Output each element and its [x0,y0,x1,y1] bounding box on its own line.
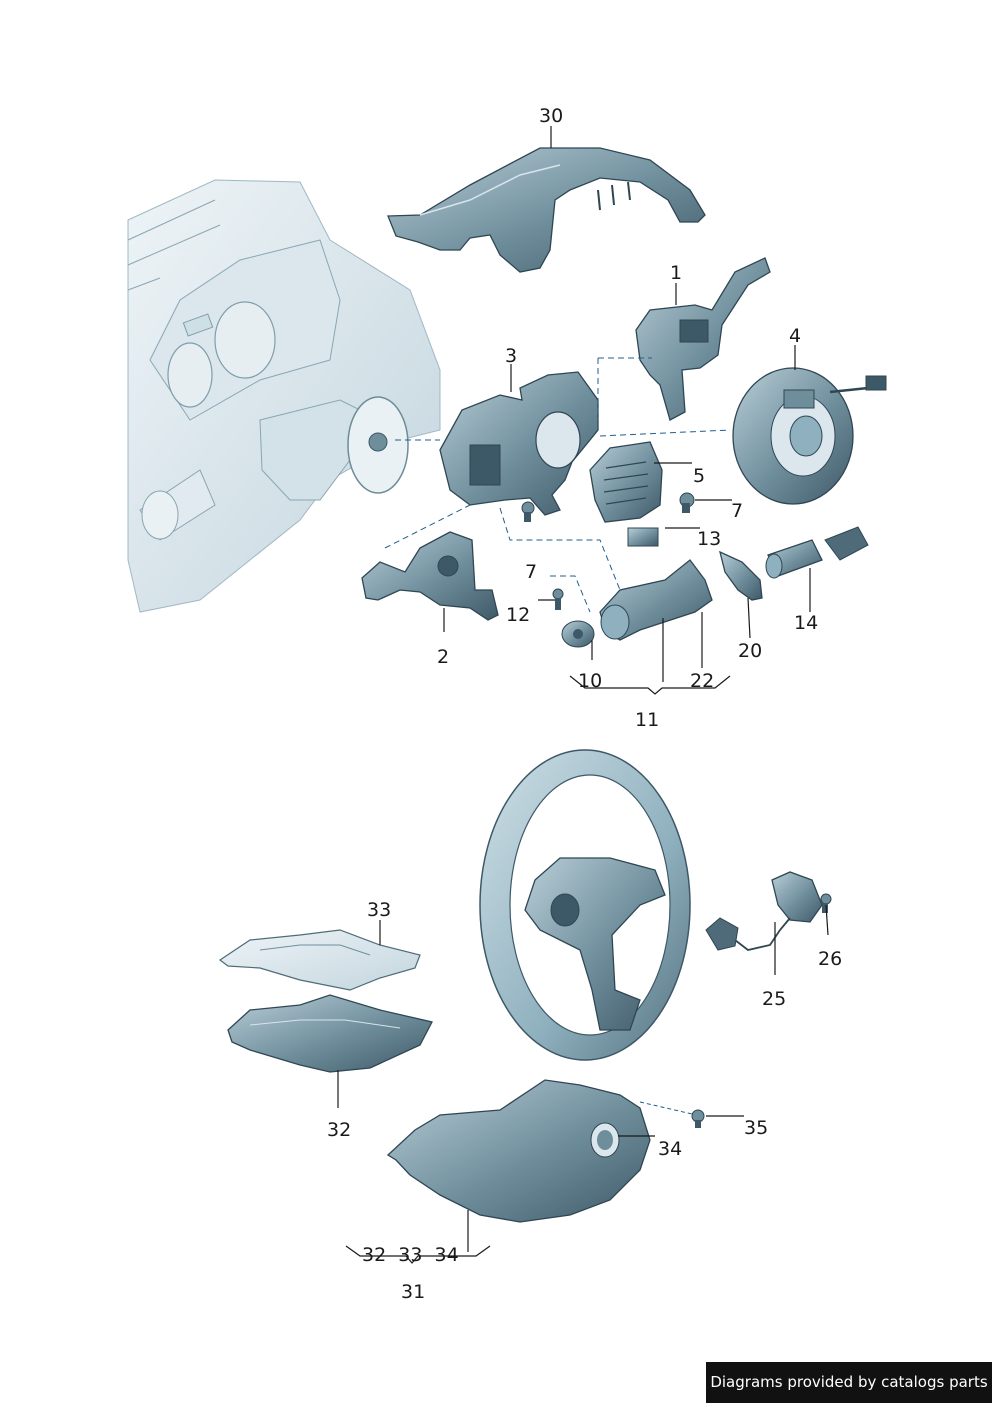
callout-7-left: 7 [525,561,538,583]
part-7-screw-upper [679,492,695,513]
steering-wheel [479,749,691,1061]
leader-lines [337,126,829,1264]
callout-10: 10 [578,670,603,692]
callout-13: 13 [697,528,722,550]
callout-11: 11 [635,709,660,731]
callout-12: 12 [506,604,531,626]
part-32-lower-trim [227,994,433,1073]
callout-32: 32 [327,1119,352,1141]
callout-34: 34 [658,1138,683,1160]
callout-7-right: 7 [731,500,744,522]
callout-2: 2 [437,646,450,668]
part-11-steering-lock [599,559,713,641]
callout-31: 31 [401,1281,426,1303]
callout-22: 22 [690,670,715,692]
part-25-multifunction-button [705,871,823,951]
part-31-lower-shroud [386,1079,651,1223]
callout-33: 33 [367,899,392,921]
part-30-upper-shroud [387,147,706,273]
callout-30: 30 [539,105,564,127]
footer-credit: Diagrams provided by catalogs parts [706,1362,992,1403]
part-26-screw [820,893,832,913]
assembly-line-35 [639,1101,693,1115]
part-2-indicator-switch [361,531,499,621]
callout-4: 4 [789,325,802,347]
callout-31-group: 32 33 34 [362,1244,459,1266]
callout-14: 14 [794,612,819,634]
part-33-trim-panel [218,929,421,991]
callout-26: 26 [818,948,843,970]
part-13-connector [627,527,659,547]
part-1-wiper-switch [635,257,771,421]
part-5-control-unit [589,441,663,523]
callout-1: 1 [670,262,683,284]
part-3-switch-housing [439,371,599,516]
callout-20: 20 [738,640,763,662]
part-10-lock-cylinder [561,620,595,648]
assembly-lines-upper [384,357,731,613]
part-4-clock-spring [732,367,887,505]
part-35-screw [691,1109,705,1128]
callout-5: 5 [693,465,706,487]
callout-3: 3 [505,345,518,367]
callout-25: 25 [762,988,787,1010]
part-20-trim-ring [719,550,763,601]
part-14-ignition-lock [765,526,869,579]
callout-35: 35 [744,1117,769,1139]
part-7-screw-lower [521,501,535,522]
part-12-bolt [552,588,564,610]
dashboard-background [127,179,441,613]
